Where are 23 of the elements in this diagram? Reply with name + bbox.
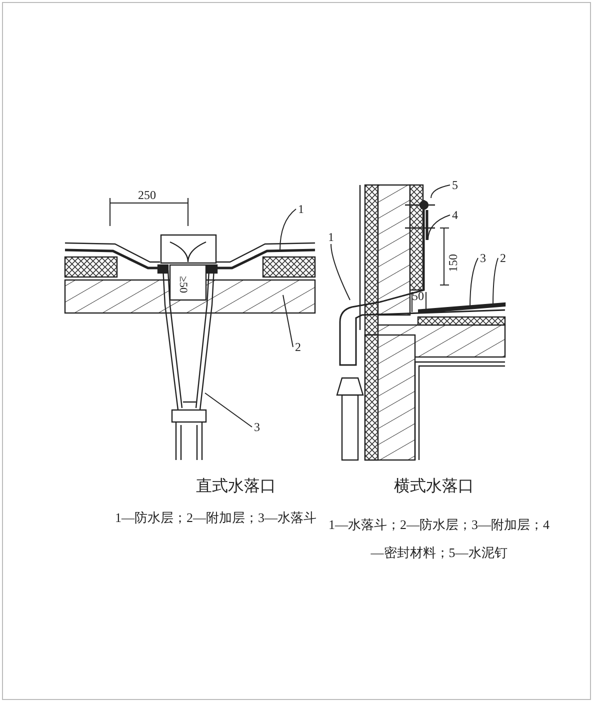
leader-line: [330, 244, 350, 300]
leader-line: [430, 184, 450, 198]
legend-note: 1—水落斗；2—防水层；3—附加层；4—密封材料；5—水泥钉: [328, 516, 550, 562]
callout-number: 1: [296, 202, 306, 216]
callout-number: 3: [252, 420, 262, 434]
drawing-title: 横式水落口: [394, 480, 474, 494]
callout-number: 3: [478, 251, 488, 265]
leader-line: [492, 258, 498, 306]
leader-line: [204, 392, 252, 428]
leader-line: [470, 258, 478, 308]
legend-note: 1—防水层；2—附加层；3—水落斗: [115, 511, 316, 525]
leader-line: [280, 208, 296, 250]
callout-number: 5: [450, 178, 460, 192]
callout-number: 1: [326, 230, 336, 244]
leader-line: [428, 214, 450, 240]
callout-number: 2: [293, 340, 303, 354]
callout-number: 2: [498, 251, 508, 265]
dimension-label: 150: [446, 254, 460, 272]
leader-line: [282, 294, 294, 348]
drawing-title: 直式水落口: [196, 480, 276, 494]
callout-number: 4: [450, 208, 460, 222]
dimension-label: 250: [138, 188, 156, 202]
dimension-label: ≥50: [176, 276, 190, 294]
